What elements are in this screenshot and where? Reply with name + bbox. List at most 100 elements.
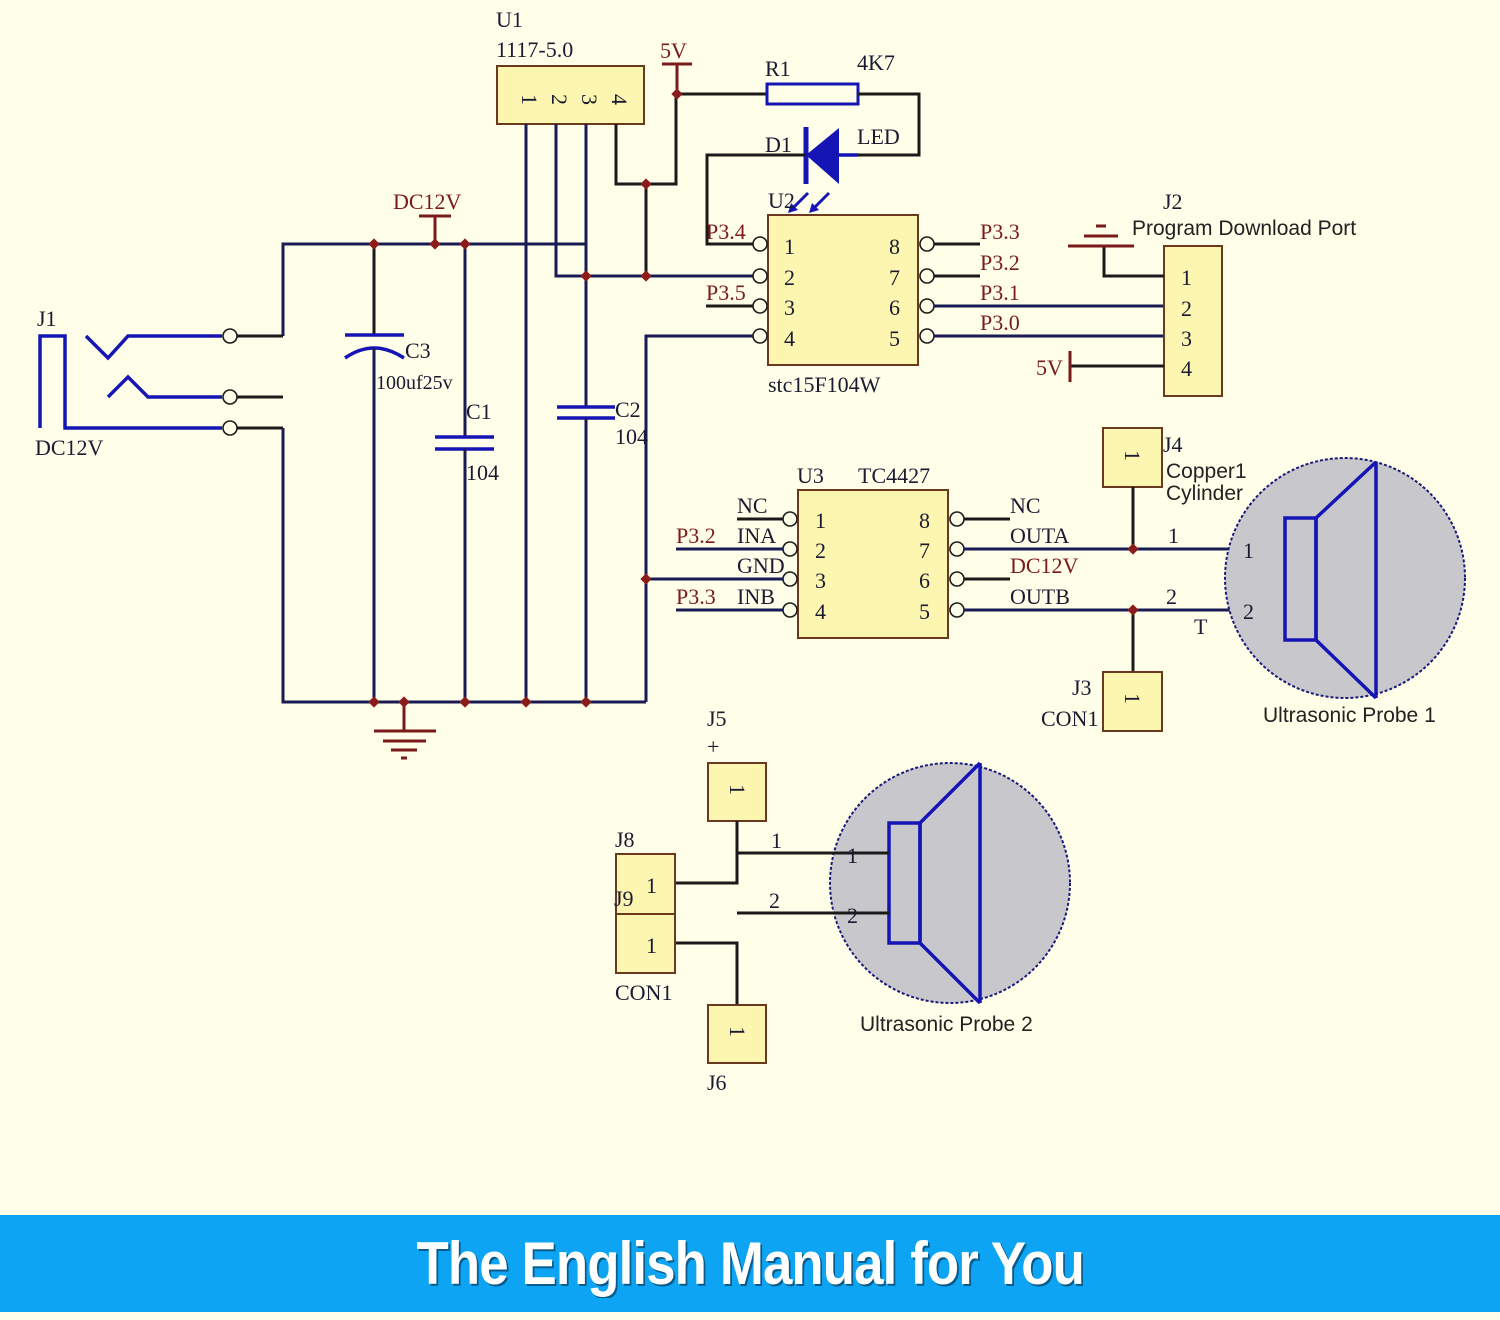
- dc-jack-j1: J1 DC12V: [35, 306, 283, 460]
- u2-net-p31: P3.1: [980, 280, 1020, 305]
- label-5v: 5V: [660, 38, 687, 63]
- probe2-wire1: 1: [771, 828, 782, 853]
- probe1-wire1: 1: [1168, 523, 1179, 548]
- regulator-u1: U1 1117-5.0 1 2 3 4: [496, 7, 645, 125]
- connector-j4: 1 J4 Copper1 Cylinder: [1102, 427, 1247, 549]
- connector-j8-j9: J8 1 J9 1 CON1: [614, 827, 739, 1005]
- label-dc12v: DC12V: [393, 189, 462, 214]
- u2-pin7: 7: [889, 265, 900, 290]
- led-d1: D1 LED: [705, 124, 900, 246]
- power-5v-top: 5V: [660, 38, 692, 94]
- j8-pin: 1: [646, 873, 657, 898]
- j2-body: [1163, 245, 1223, 397]
- ultrasonic-probe-1: 1 2 1 2 T Ultrasonic Probe 1: [1166, 457, 1466, 727]
- j2-pin2: 2: [1181, 296, 1192, 321]
- u3-pin7: 7: [919, 538, 930, 563]
- u2-net-p34: P3.4: [706, 219, 746, 244]
- u3-name-ina: INA: [737, 523, 776, 548]
- u2-pin4: 4: [784, 326, 795, 351]
- c1-ref: C1: [466, 399, 492, 424]
- c2-ref: C2: [615, 397, 641, 422]
- u2-net-p35: P3.5: [706, 280, 746, 305]
- u1-ref: U1: [496, 7, 523, 32]
- u2-net-p32: P3.2: [980, 250, 1020, 275]
- j5-pin: 1: [725, 784, 750, 795]
- probe1-wire2: 2: [1166, 584, 1177, 609]
- u1-pin4: 4: [607, 94, 632, 105]
- u2-net-p33: P3.3: [980, 219, 1020, 244]
- c3-value: 100uf25v: [376, 372, 453, 394]
- u2-net-p30: P3.0: [980, 310, 1020, 335]
- c1-value: 104: [466, 460, 499, 485]
- j4-pin: 1: [1120, 450, 1145, 461]
- connector-j5: J5 + 1: [676, 706, 767, 885]
- u3-pin8: 8: [919, 508, 930, 533]
- j1-label: DC12V: [35, 435, 104, 460]
- u3-net-p33: P3.3: [676, 584, 716, 609]
- j1-ref: J1: [37, 306, 57, 331]
- u3-pin4: 4: [815, 599, 826, 624]
- mcu-u2: U2 stc15F104W 1 2 3 4 8 7 6 5 P3.4 P3.5 …: [644, 188, 1164, 702]
- u2-pin3: 3: [784, 295, 795, 320]
- u3-ref: U3: [797, 463, 824, 488]
- u3-pin2: 2: [815, 538, 826, 563]
- u3-name-inb: INB: [737, 584, 775, 609]
- program-port-j2: J2 Program Download Port 1 2 3 4 5V: [1036, 189, 1356, 397]
- j5-polarity: +: [707, 734, 719, 759]
- u2-pin5: 5: [889, 326, 900, 351]
- j3-ref: J3: [1072, 675, 1092, 700]
- r1-value: 4K7: [857, 50, 895, 75]
- probe1-pin2: 2: [1243, 599, 1254, 624]
- probe2-wire2: 2: [769, 888, 780, 913]
- j2-name: Program Download Port: [1132, 217, 1356, 240]
- ultrasonic-probe-2: 1 2 1 2 Ultrasonic Probe 2: [737, 761, 1071, 1036]
- j2-ref: J2: [1163, 189, 1183, 214]
- j9-ref: J9: [614, 886, 634, 911]
- j4-desc2: Cylinder: [1166, 482, 1243, 505]
- probe1-t-label: T: [1194, 614, 1208, 639]
- j5-ref: J5: [707, 706, 727, 731]
- u2-body: [767, 214, 919, 366]
- u3-pin5: 5: [919, 599, 930, 624]
- probe2-label: Ultrasonic Probe 2: [860, 1013, 1033, 1036]
- u1-pin2: 2: [547, 94, 572, 105]
- u1-pin3: 3: [577, 94, 602, 105]
- power-dc12v-rail: DC12V: [393, 189, 462, 244]
- d1-value: LED: [857, 124, 900, 149]
- j8-ref: J8: [615, 827, 635, 852]
- junction-dots: [368, 88, 1139, 708]
- probe1-pin1: 1: [1243, 538, 1254, 563]
- j9-desc: CON1: [615, 980, 672, 1005]
- u3-name-outb: OUTB: [1010, 584, 1070, 609]
- circuit-schematic: U1 1117-5.0 1 2 3 4 5V R1 4K7 D1 LED: [35, 7, 1466, 1095]
- j3-desc: CON1: [1041, 706, 1098, 731]
- u2-pin1: 1: [784, 234, 795, 259]
- j4-desc1: Copper1: [1166, 460, 1247, 483]
- d1-ref: D1: [765, 132, 792, 157]
- j3-pin: 1: [1120, 693, 1145, 704]
- u3-name-nc-right: NC: [1010, 493, 1041, 518]
- j4-ref: J4: [1163, 432, 1183, 457]
- capacitor-c1: C1 104: [435, 244, 499, 702]
- u1-body: [496, 65, 645, 125]
- u3-part: TC4427: [858, 463, 930, 488]
- u1-pin1: 1: [517, 94, 542, 105]
- connector-j3: 1 J3 CON1: [1041, 610, 1163, 732]
- j2-5v-label: 5V: [1036, 355, 1063, 380]
- u3-name-dc12v: DC12V: [1010, 553, 1079, 578]
- c3-ref: C3: [405, 338, 431, 363]
- j6-pin: 1: [725, 1026, 750, 1037]
- probe2-pin2: 2: [847, 903, 858, 928]
- probe1-label: Ultrasonic Probe 1: [1263, 704, 1436, 727]
- u2-part: stc15F104W: [768, 372, 881, 397]
- driver-u3: U3 TC4427 1 2 3 4 8 7 6 5 NC INA GND INB…: [646, 463, 1284, 639]
- u3-name-nc-left: NC: [737, 493, 768, 518]
- u2-pin6: 6: [889, 295, 900, 320]
- j2-pin3: 3: [1181, 326, 1192, 351]
- c2-value: 104: [615, 424, 648, 449]
- u2-pin8: 8: [889, 234, 900, 259]
- u3-pin1: 1: [815, 508, 826, 533]
- u3-name-outa: OUTA: [1010, 523, 1069, 548]
- ground-symbol: [374, 702, 436, 760]
- u3-pin6: 6: [919, 568, 930, 593]
